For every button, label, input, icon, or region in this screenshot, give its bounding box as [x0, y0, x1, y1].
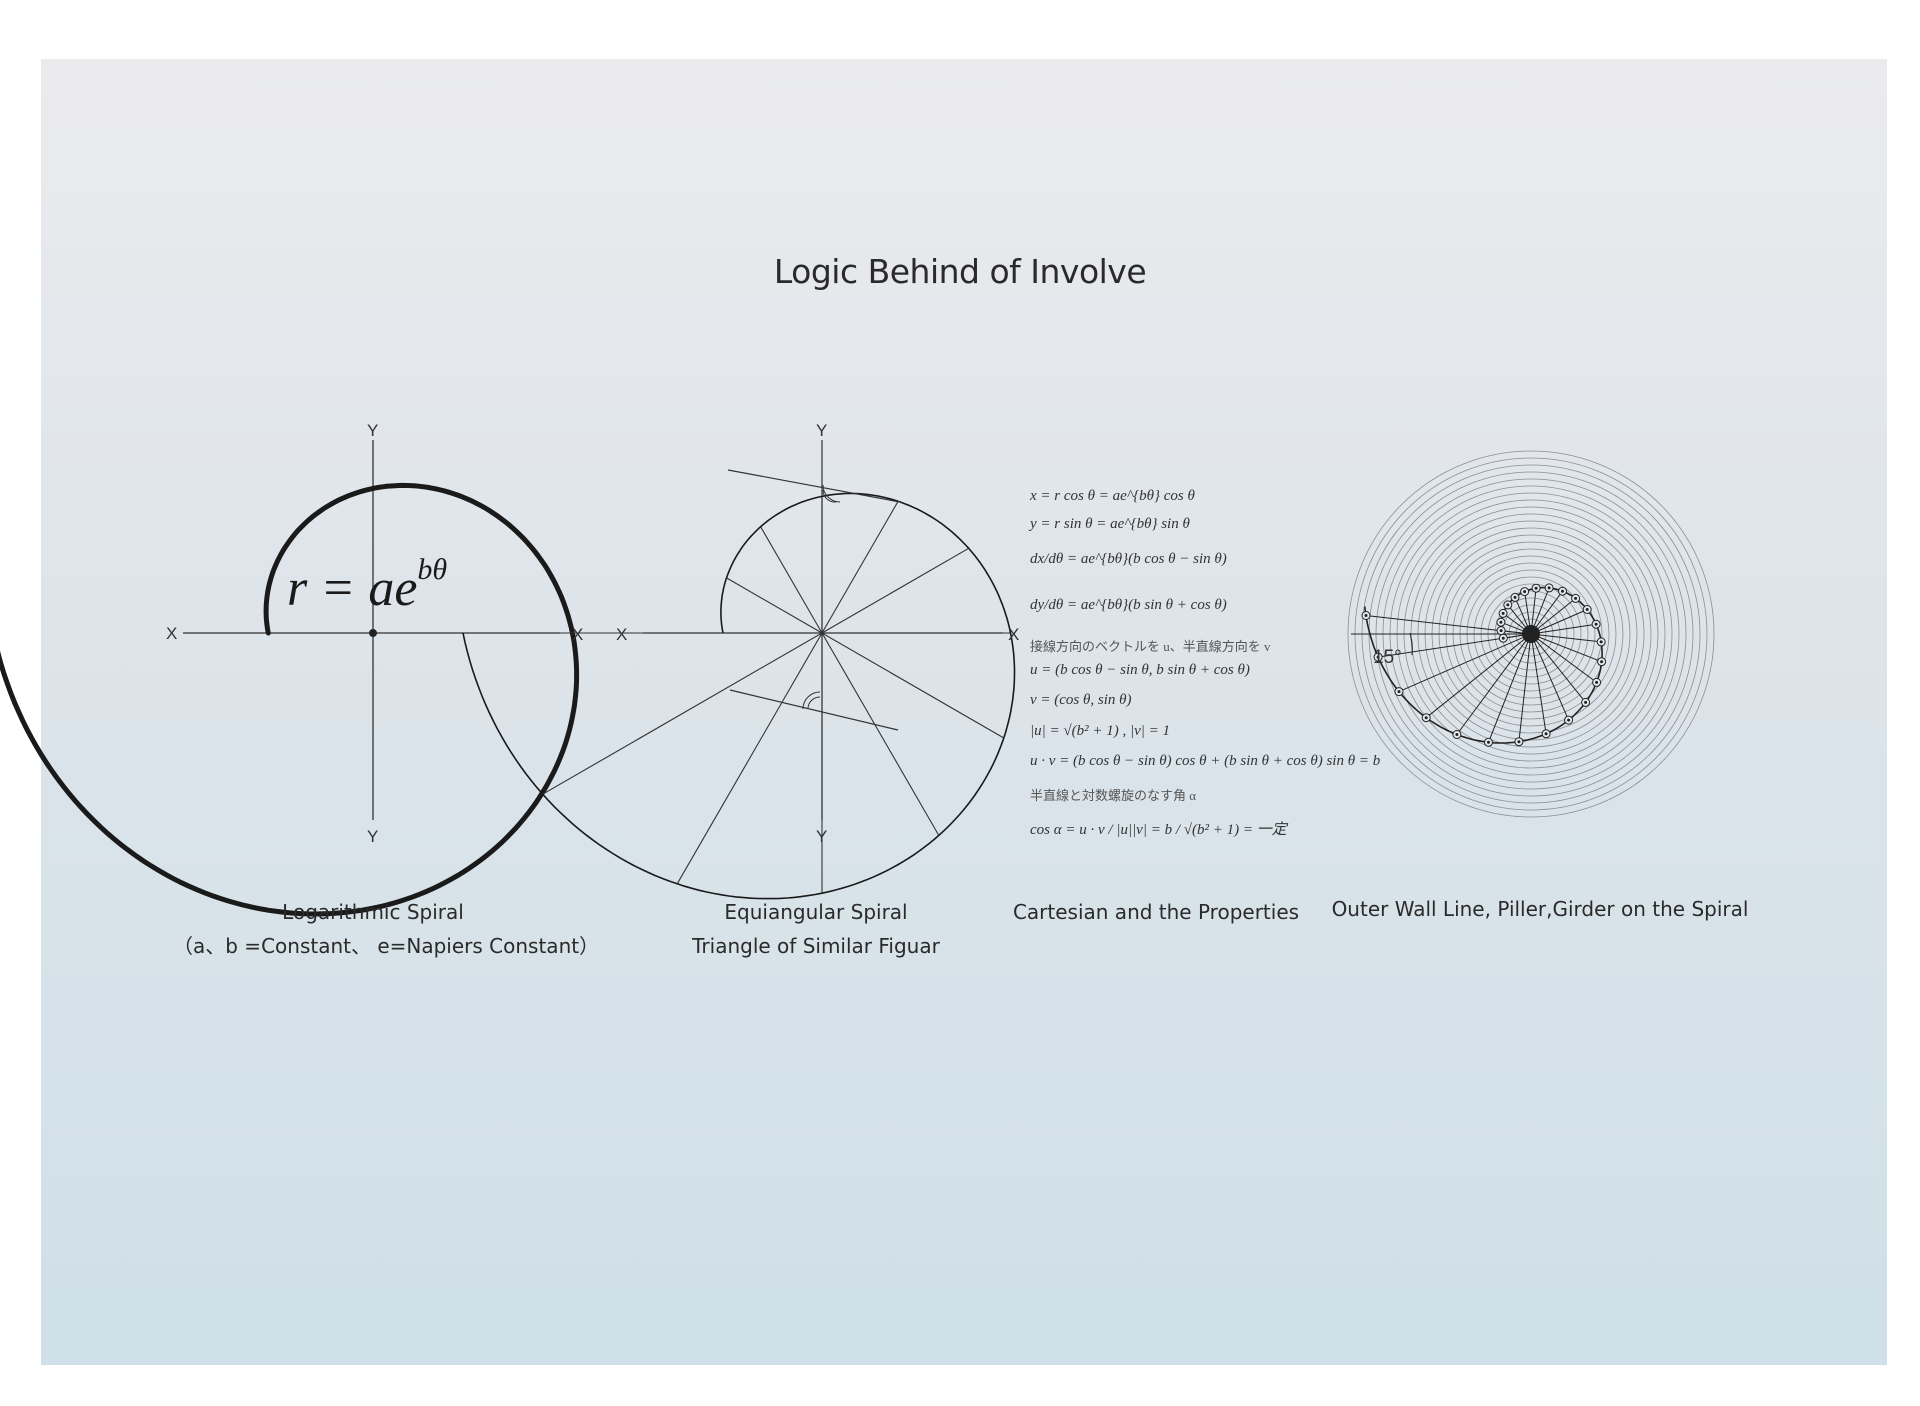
girder-line — [1398, 633, 1532, 693]
equation-line: 半直線と対数螺旋のなす角 α — [1030, 788, 1197, 803]
eq-radial-line — [821, 547, 969, 634]
formula-exponent: bθ — [417, 552, 448, 586]
girder-line — [1530, 633, 1570, 721]
eq-axis-label-y-bottom: Y — [816, 827, 827, 846]
girder-line — [1530, 623, 1597, 635]
pillar-center — [1594, 622, 1598, 626]
log-spiral-figure: X X Y Y — [0, 421, 583, 917]
girder-line — [1530, 633, 1597, 683]
equation-line: u = (b cos θ − sin θ, b sin θ + cos θ) — [1030, 662, 1250, 678]
eq-radial-line — [542, 632, 823, 795]
eq-radial-line — [821, 632, 940, 836]
equation-line: dx/dθ = ae^{bθ}(b cos θ − sin θ) — [1030, 551, 1227, 567]
eq-tangent-top — [727, 469, 901, 503]
girder-line — [1530, 609, 1588, 635]
pillar-markers — [1361, 583, 1607, 747]
pillar-center — [1600, 660, 1604, 664]
girder-line — [1518, 633, 1532, 742]
eq-axis-label-y-top: Y — [816, 421, 827, 440]
pillar-center — [1561, 589, 1564, 593]
outer-wall-figure: 15° — [1347, 450, 1715, 818]
eq-radial-line — [821, 632, 1005, 739]
pillar-center — [1584, 700, 1588, 704]
pillar-center — [1499, 620, 1503, 624]
pillar-center — [1397, 690, 1401, 694]
equation-line: cos α = u · v / |u||v| = b / √(b² + 1) =… — [1030, 822, 1287, 838]
pillar-center — [1376, 655, 1380, 659]
eq-angle-mark-top-2 — [822, 484, 841, 503]
pillar-center — [1424, 716, 1428, 720]
outer-wall-caption: Outer Wall Line, Piller,Girder on the Sp… — [1331, 897, 1749, 921]
equation-line: x = r cos θ = ae^{bθ} cos θ — [1030, 488, 1195, 504]
girder-line — [1530, 633, 1547, 734]
pillar-center — [1455, 733, 1459, 736]
eq-tangent-bottom — [729, 689, 899, 731]
eq-radial-line — [821, 501, 899, 634]
pillar-center — [1517, 740, 1521, 744]
log-spiral-caption-2: （a、b =Constant、 e=Napiers Constant） — [173, 934, 600, 958]
girder-line — [1425, 633, 1532, 719]
pillar-center — [1585, 608, 1589, 611]
equation-line: u · v = (b cos θ − sin θ) cos θ + (b sin… — [1030, 753, 1381, 769]
pillar-center — [1599, 640, 1603, 644]
eq-axis-label-x-right: X — [1008, 625, 1019, 644]
girder-line — [1488, 633, 1532, 743]
girder-line — [1530, 633, 1586, 703]
girder-line — [1530, 633, 1602, 643]
pillar-center — [1567, 718, 1571, 722]
girder-line — [1530, 633, 1602, 663]
eq-radial-line — [760, 526, 823, 634]
pillar-center — [1534, 586, 1538, 590]
girder-line — [1456, 633, 1532, 735]
equation-line: dy/dθ = ae^{bθ}(b sin θ + cos θ) — [1030, 597, 1227, 613]
pillar-center — [1499, 629, 1503, 633]
equation-line: y = r sin θ = ae^{bθ} sin θ — [1030, 516, 1190, 532]
formula-main: r = ae — [287, 560, 418, 617]
log-spiral-formula: r = aebθ — [287, 553, 447, 618]
eq-radial-lines — [463, 496, 1011, 894]
pillar-center — [1574, 596, 1578, 600]
equiangular-figure: X X Y Y — [462, 421, 1019, 900]
eq-axis-label-x-left: X — [616, 625, 627, 644]
log-axis-label-x-right: X — [572, 625, 583, 644]
log-spiral-caption-1: Logarithmic Spiral — [282, 900, 464, 924]
pillar-center — [1547, 586, 1551, 590]
pillar-center — [1506, 603, 1510, 607]
log-origin-dot — [369, 629, 377, 637]
center-column — [1522, 625, 1540, 643]
eq-radial-line — [676, 632, 823, 885]
pillar-center — [1501, 611, 1505, 615]
pillar-center — [1364, 614, 1368, 617]
eq-radial-line — [726, 577, 823, 634]
equation-line: v = (cos θ, sin θ) — [1030, 692, 1132, 708]
eq-spiral-curve — [462, 492, 1016, 900]
pillar-center — [1487, 740, 1490, 744]
page-title: Logic Behind of Involve — [773, 252, 1147, 291]
pillar-center — [1513, 595, 1517, 599]
eq-angle-mark-bottom — [807, 696, 821, 709]
pillar-center — [1501, 636, 1505, 640]
pillar-center — [1523, 590, 1527, 594]
log-axis-label-x-left: X — [166, 624, 177, 643]
girder-line — [1530, 598, 1576, 635]
equiangular-caption-2: Triangle of Similar Figuar — [692, 934, 940, 958]
pillar-center — [1595, 680, 1599, 684]
log-spiral-curve — [0, 482, 580, 917]
cartesian-caption: Cartesian and the Properties — [1012, 900, 1300, 924]
log-axis-label-y-top: Y — [367, 421, 378, 440]
angle-arc — [1409, 632, 1413, 656]
angle-label: 15° — [1373, 647, 1402, 668]
eq-angle-mark-bottom-2 — [802, 691, 821, 710]
equation-line: |u| = √(b² + 1) , |v| = 1 — [1030, 723, 1170, 739]
eq-angle-mark-top — [822, 489, 837, 503]
wall-ring — [1347, 450, 1715, 818]
pillar-center — [1544, 732, 1548, 736]
log-axis-label-y-bottom: Y — [367, 827, 378, 846]
equation-line: 接線方向のベクトルを u、半直線方向を v — [1030, 639, 1271, 654]
equiangular-caption-1: Equiangular Spiral — [724, 900, 908, 924]
